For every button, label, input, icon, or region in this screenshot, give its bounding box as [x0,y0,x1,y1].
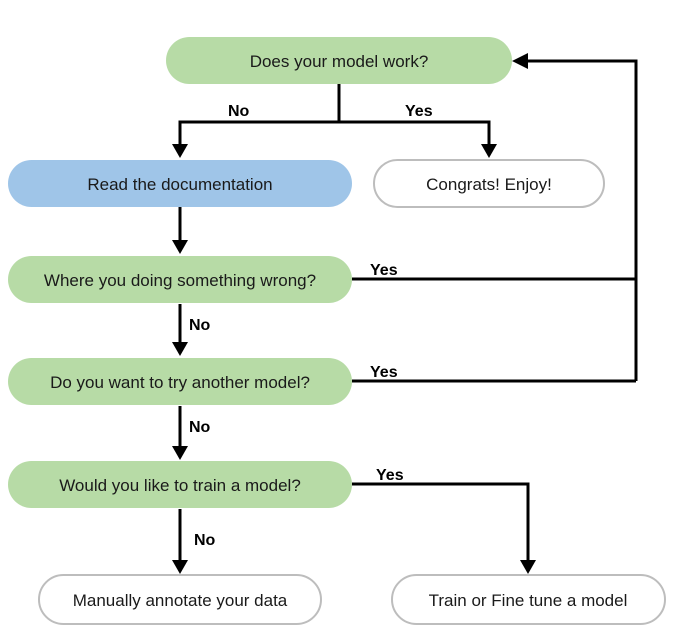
node-congrats-label: Congrats! Enjoy! [426,175,552,194]
connectors [172,53,638,574]
node-read-docs-label: Read the documentation [87,175,272,194]
node-manual-annotate-label: Manually annotate your data [73,591,288,610]
edge-model-works-no [178,120,339,146]
node-congrats-shape [373,159,605,208]
label-another-model-no: No [189,419,211,436]
arrow-to-congrats [481,144,497,158]
edge-train-model-yes [352,482,530,562]
node-model-works: Does your model work? [166,37,512,84]
node-read-docs: Read the documentation [8,160,352,207]
node-another-model: Do you want to try another model? [8,358,352,405]
arrow-to-doing-wrong [172,240,188,254]
node-model-works-label: Does your model work? [250,52,429,71]
node-read-docs-shape [8,160,352,207]
label-another-model-yes: Yes [370,364,398,381]
arrow-to-train-finetune [520,560,536,574]
node-train-model: Would you like to train a model? [8,461,352,508]
node-manual-annotate: Manually annotate your data [38,574,322,625]
node-train-model-shape [8,461,352,508]
label-doing-wrong-yes: Yes [370,262,398,279]
node-train-finetune: Train or Fine tune a model [391,574,666,625]
node-train-finetune-shape [391,574,666,625]
edge-model-works-yes [339,120,491,146]
node-doing-wrong-label: Where you doing something wrong? [44,271,316,290]
node-train-finetune-label: Train or Fine tune a model [429,591,628,610]
node-doing-wrong: Where you doing something wrong? [8,256,352,303]
arrow-to-another-model [172,342,188,356]
label-train-model-yes: Yes [376,467,404,484]
node-another-model-shape [8,358,352,405]
label-doing-wrong-no: No [189,317,211,334]
edge-labels: No Yes Yes No Yes No Yes No [189,103,433,549]
label-model-works-yes: Yes [405,103,433,120]
node-doing-wrong-shape [8,256,352,303]
arrow-to-train-model [172,446,188,460]
label-train-model-no: No [194,532,216,549]
arrow-to-manual-annotate [172,560,188,574]
arrow-to-model-works [512,53,528,69]
node-manual-annotate-shape [38,574,322,625]
edge-loop-back [526,59,638,381]
label-model-works-no: No [228,103,250,120]
node-train-model-label: Would you like to train a model? [59,476,301,495]
node-congrats: Congrats! Enjoy! [373,159,605,208]
node-another-model-label: Do you want to try another model? [50,373,310,392]
node-model-works-shape [166,37,512,84]
arrow-to-read-docs [172,144,188,158]
